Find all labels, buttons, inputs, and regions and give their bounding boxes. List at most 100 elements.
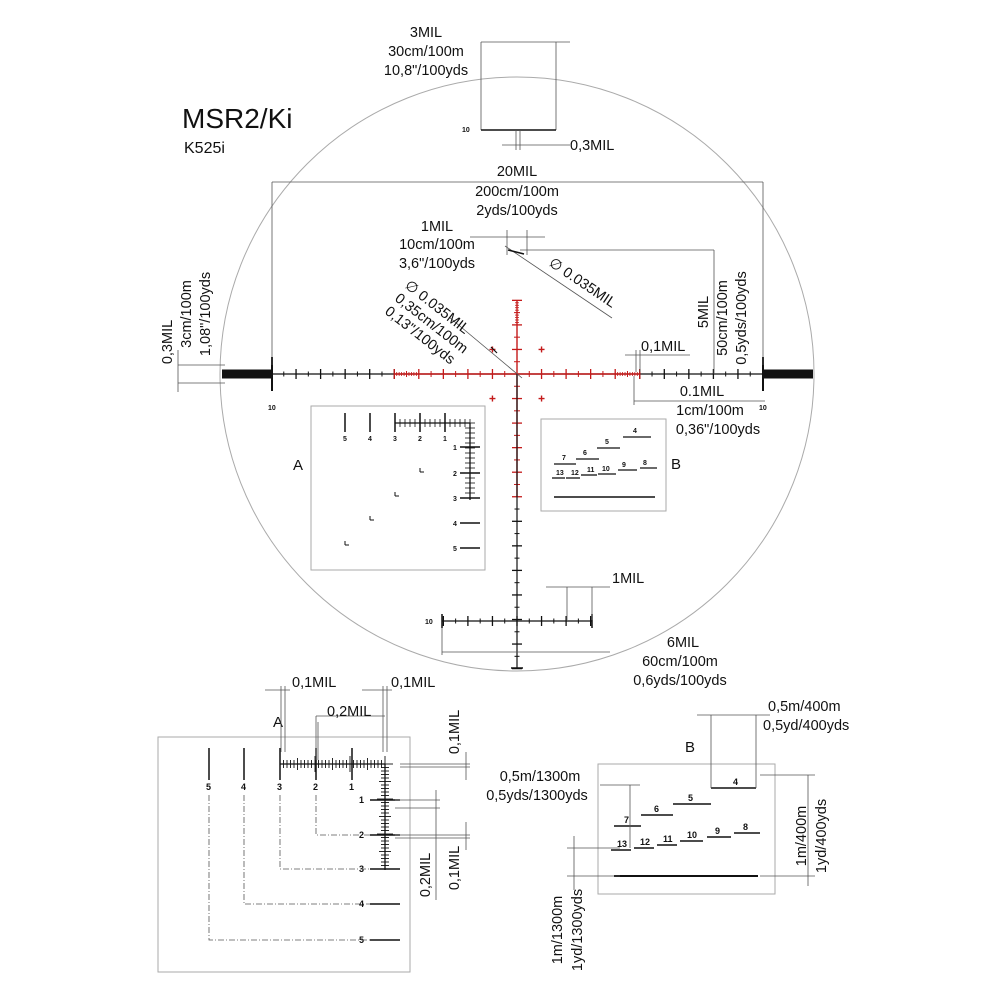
detail-b-number: 6 [654,804,659,814]
svg-text:0,1MIL: 0,1MIL [641,339,685,355]
svg-text:0,1MIL: 0,1MIL [391,675,435,691]
detail-a-top-number: 3 [277,782,282,792]
svg-text:1MIL: 1MIL [421,219,453,235]
lower-bar-ticks [442,616,592,626]
svg-text:0,5m/1300m: 0,5m/1300m [500,769,581,785]
inset-a-side-number: 4 [453,521,457,528]
inset-a-top-number: 5 [343,436,347,443]
detail-b-number: 11 [663,834,673,844]
dim-right-01mil-b: 0.1MIL 1cm/100m 0,36"/100yds [633,376,765,438]
svg-text:1yd/1300yds: 1yd/1300yds [570,889,586,971]
dim-lower-6mil: 6MIL 60cm/100m 0,6yds/100yds [441,628,727,689]
svg-text:0,5yds/1300yds: 0,5yds/1300yds [486,788,588,804]
svg-text:A: A [273,714,283,731]
svg-text:0.1MIL: 0.1MIL [680,384,724,400]
inset-b-number: 11 [587,467,595,474]
inset-b-number: 13 [556,470,564,477]
dim-20mil: 20MIL 200cm/100m 2yds/100yds [271,164,764,365]
svg-text:10,8"/100yds: 10,8"/100yds [384,63,468,79]
right-10-label: 10 [759,405,767,412]
svg-text:0,3MIL: 0,3MIL [570,138,614,154]
dim-diag-035mil: ∅ 0.035MIL [504,245,619,319]
svg-text:0,5m/400m: 0,5m/400m [768,699,841,715]
inset-b-number: 5 [605,439,609,446]
inset-b-number: 9 [622,462,626,469]
inset-a-side-number: 5 [453,546,457,553]
inset-b-number: 12 [571,470,579,477]
svg-text:0,2MIL: 0,2MIL [327,704,371,720]
bottom-10-label: 10 [425,619,433,626]
svg-text:3MIL: 3MIL [410,25,442,41]
diagram-title: MSR2/Ki [182,103,292,134]
svg-text:2yds/100yds: 2yds/100yds [476,203,557,219]
detail-b-number: 9 [715,826,720,836]
dim-left-03mil: 0,3MIL 3cm/100m 1,08"/100yds [160,272,225,392]
svg-text:0,3MIL: 0,3MIL [160,320,176,364]
svg-text:60cm/100m: 60cm/100m [642,654,718,670]
vertical-ticks [511,508,523,670]
left-thick-post [222,369,272,379]
svg-text:0,1MIL: 0,1MIL [447,846,463,890]
dim-top-3mil: 3MIL 30cm/100m 10,8"/100yds 0,3MIL [384,25,614,154]
top-10-label: 10 [462,127,470,134]
diagram-subtitle: K525i [184,140,225,157]
svg-text:∅ 0.035MIL: ∅ 0.035MIL [546,255,619,311]
svg-text:0,36"/100yds: 0,36"/100yds [676,422,760,438]
inset-a-top-number: 4 [368,436,372,443]
svg-text:30cm/100m: 30cm/100m [388,44,464,60]
detail-a-top-number: 2 [313,782,318,792]
detail-a-guide [279,795,370,870]
inset-a-side-number: 2 [453,471,457,478]
field-of-view-circle [219,76,815,672]
inset-a-side-number: 3 [453,496,457,503]
svg-text:B: B [671,456,681,473]
detail-b-number: 4 [733,777,738,787]
dim-lower-1mil: 1MIL [546,571,644,620]
inset-a-top-number: 2 [418,436,422,443]
inset-a-top-number: 1 [443,436,447,443]
svg-text:5MIL: 5MIL [696,296,712,328]
detail-b-number: 8 [743,822,748,832]
svg-text:6MIL: 6MIL [667,635,699,651]
detail-a-top-number: 4 [241,782,246,792]
svg-text:0,5yd/400yds: 0,5yd/400yds [763,718,849,734]
inset-b-number: 7 [562,455,566,462]
svg-text:20MIL: 20MIL [497,164,537,180]
svg-text:0,1MIL: 0,1MIL [447,710,463,754]
detail-a-top-number: 5 [206,782,211,792]
dim-right-01mil: 0,1MIL [625,339,690,372]
detail-a-guide [208,795,370,941]
svg-text:1m/1300m: 1m/1300m [550,896,566,965]
inset-a-side-number: 1 [453,445,457,452]
detail-a-guide [243,795,370,905]
svg-text:1m/400m: 1m/400m [794,806,810,866]
left-10-label: 10 [268,405,276,412]
svg-text:B: B [685,739,695,756]
dim-right-5mil: 5MIL 50cm/100m 0,5yds/100yds [520,249,750,374]
detail-a-guide [315,795,370,836]
detail-b-number: 7 [624,815,629,825]
detail-b-number: 5 [688,793,693,803]
svg-text:3cm/100m: 3cm/100m [179,280,195,348]
svg-text:0,6yds/100yds: 0,6yds/100yds [633,673,727,689]
red-plus-markers [489,346,545,402]
detail-a-side-number: 4 [359,899,364,909]
svg-text:1cm/100m: 1cm/100m [676,403,744,419]
detail-b-number: 10 [687,830,697,840]
svg-text:A: A [293,457,303,474]
svg-text:200cm/100m: 200cm/100m [475,184,559,200]
right-thick-post [763,369,813,379]
detail-a-top-number: 1 [349,782,354,792]
svg-text:3,6"/100yds: 3,6"/100yds [399,256,475,272]
svg-text:10cm/100m: 10cm/100m [399,237,475,253]
inset-b-number: 6 [583,450,587,457]
svg-text:0,2MIL: 0,2MIL [418,853,434,897]
detail-b-number: 13 [617,839,627,849]
detail-b-number: 12 [640,837,650,847]
inset-b-number: 8 [643,460,647,467]
svg-text:1MIL: 1MIL [612,571,644,587]
inset-b-number: 4 [633,428,637,435]
